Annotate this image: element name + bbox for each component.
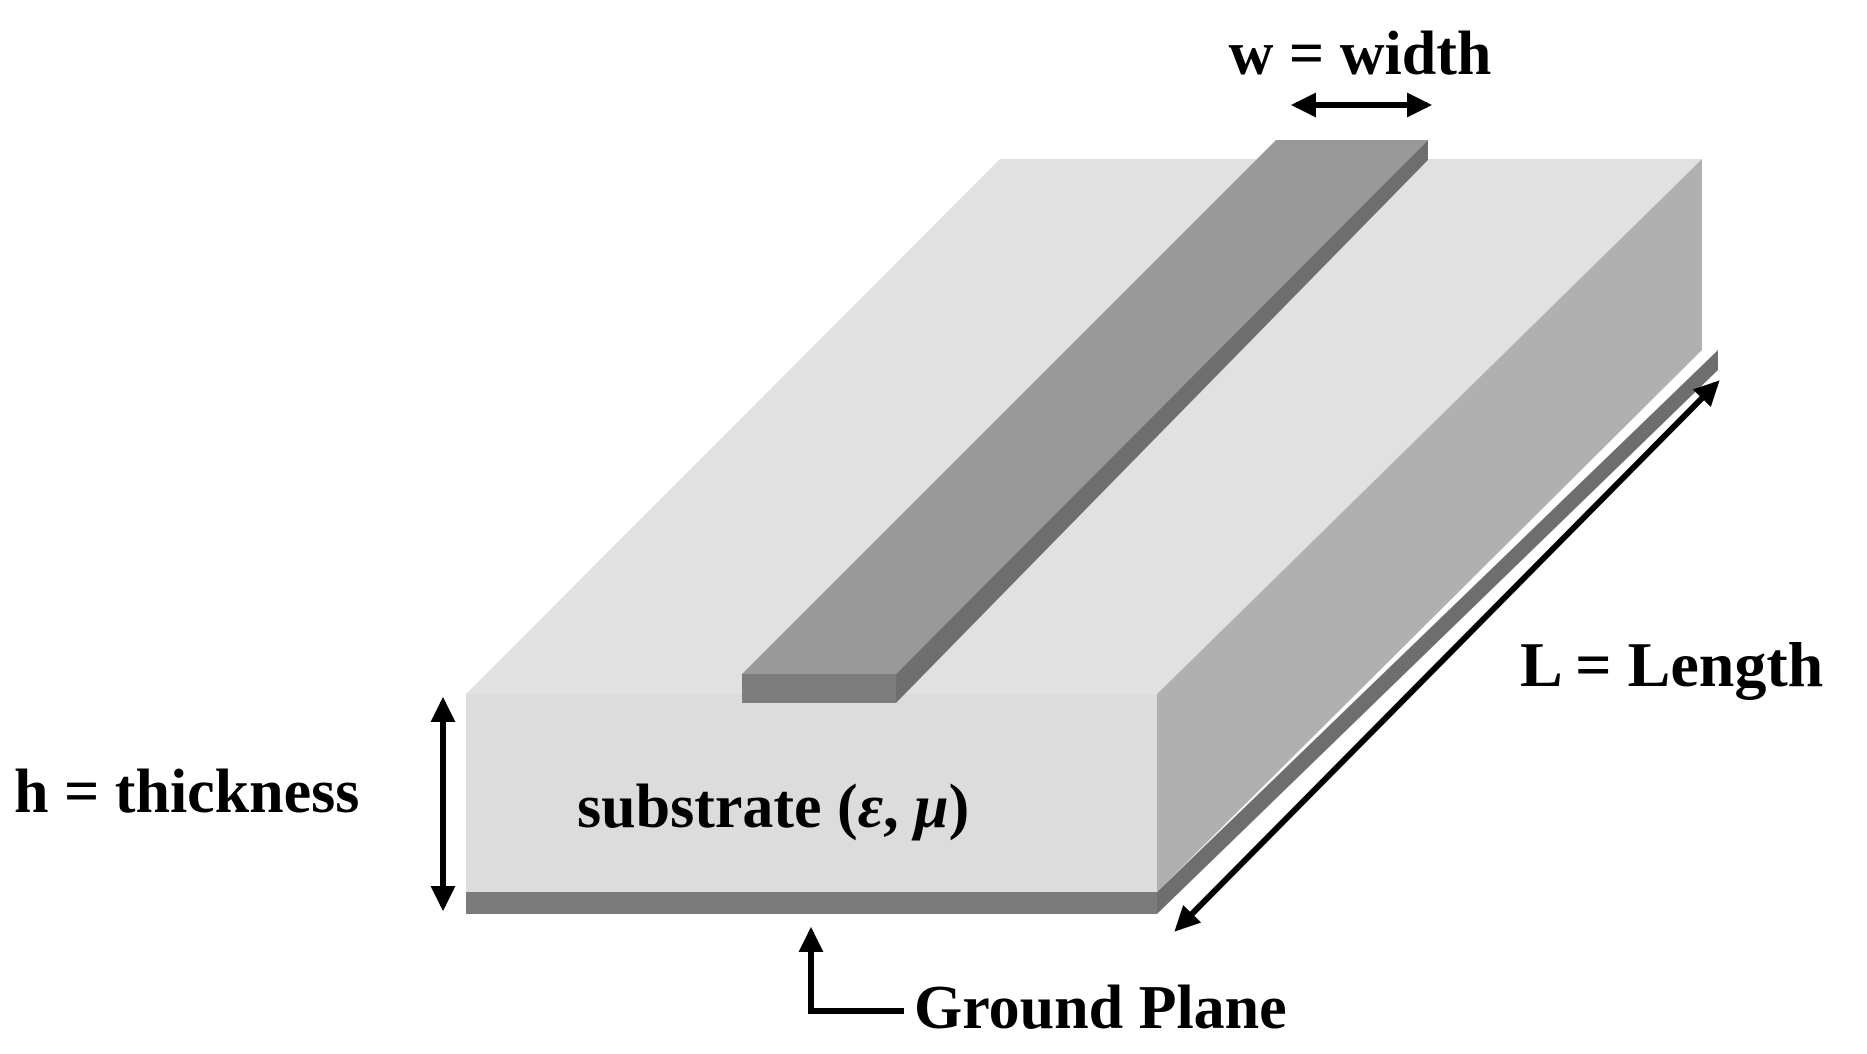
length-arrow — [1174, 380, 1720, 932]
width-label: w = width — [1229, 20, 1492, 88]
ground-plane-label: Ground Plane — [914, 974, 1287, 1042]
thickness-label: h = thickness — [14, 758, 359, 826]
strip-front — [742, 674, 896, 703]
ground-plane-pointer-arrow — [798, 926, 904, 1014]
substrate-label-comma: , — [883, 773, 914, 841]
length-label: L = Length — [1520, 629, 1823, 700]
epsilon-symbol: ε — [858, 773, 883, 841]
strip-side — [896, 140, 1428, 703]
strip-top — [742, 140, 1428, 674]
substrate-label-suffix: ) — [949, 773, 970, 841]
microstrip-conductor — [742, 140, 1428, 703]
substrate-label: substrate (ε, μ) — [577, 773, 969, 841]
ground-plane-front — [466, 892, 1157, 914]
substrate-front — [466, 694, 1157, 892]
mu-symbol: μ — [911, 773, 948, 841]
substrate-label-prefix: substrate ( — [577, 773, 858, 841]
